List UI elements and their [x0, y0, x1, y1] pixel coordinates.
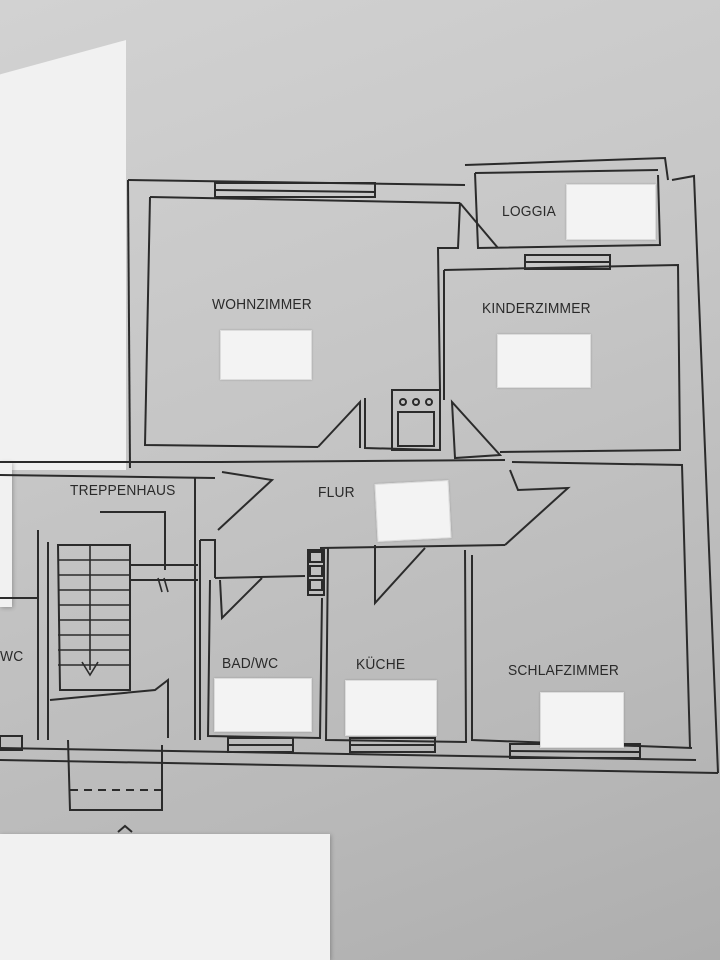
- room-label-loggia: LOGGIA: [502, 203, 557, 220]
- sticker-bad: [214, 678, 312, 732]
- wohnzimmer-walls: [143, 196, 499, 451]
- outer-walls: [0, 156, 719, 774]
- sticker-wohnzimmer: [220, 330, 312, 380]
- paper-slip-bottom: [0, 834, 330, 960]
- flur-walls: [214, 459, 506, 579]
- kueche-walls: [324, 547, 468, 753]
- sticker-schlafzimmer: [540, 692, 624, 748]
- room-label-schlafzimmer: SCHLAFZIMMER: [508, 662, 620, 679]
- paper-slip-left-middle: [0, 462, 12, 607]
- entrance: [0, 597, 169, 833]
- room-label-kinderzimmer: KINDERZIMMER: [482, 300, 591, 317]
- windows-top: [214, 182, 611, 270]
- kinderzimmer-walls: [443, 263, 682, 453]
- sticker-kinderzimmer: [497, 334, 591, 388]
- sticker-kueche: [345, 680, 437, 736]
- room-label-treppenhaus: TREPPENHAUS: [70, 482, 176, 499]
- loggia-walls: [474, 172, 662, 250]
- room-label-wc: WC: [0, 648, 24, 665]
- treppenhaus-walls: [0, 461, 220, 740]
- room-label-bad-wc: BAD/WC: [222, 655, 279, 672]
- stairs: [58, 545, 169, 677]
- room-label-flur: FLUR: [318, 484, 355, 501]
- room-label-kueche: KÜCHE: [356, 656, 406, 673]
- paper-slip-top-left: [0, 40, 126, 470]
- room-label-wohnzimmer: WOHNZIMMER: [212, 296, 312, 313]
- sticker-loggia: [566, 184, 656, 240]
- sticker-flur: [374, 480, 452, 542]
- door-swings: [217, 399, 571, 621]
- shaft: [391, 389, 441, 451]
- bad-walls: [206, 549, 325, 753]
